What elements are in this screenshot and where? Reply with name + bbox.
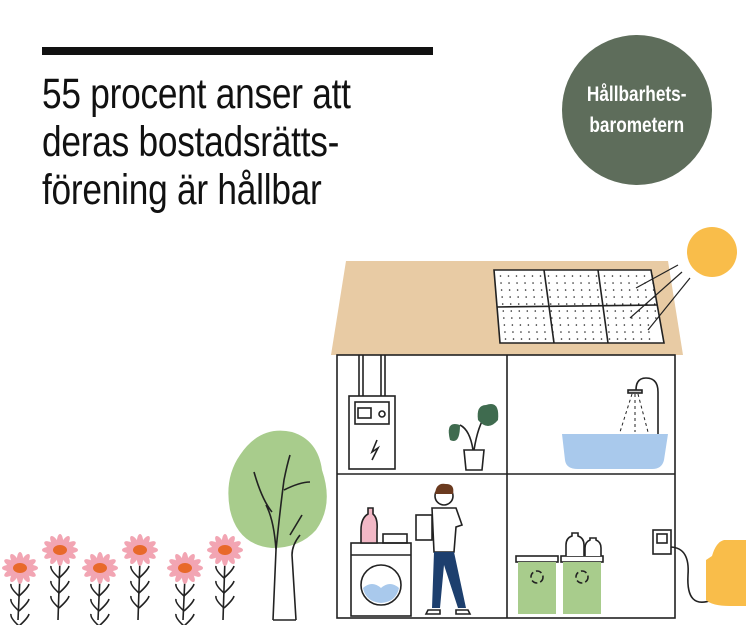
flower-icon: [82, 552, 118, 625]
tree-icon: [228, 430, 327, 621]
badge-line: barometern: [589, 114, 685, 137]
barometer-badge: Hållbarhets- barometern: [562, 35, 712, 185]
electric-car-icon: [706, 540, 746, 606]
house-walls: [336, 354, 676, 619]
solar-panel-icon: [493, 269, 665, 344]
flowers: [2, 534, 243, 625]
flower-icon: [42, 534, 78, 621]
person-icon: [415, 483, 472, 615]
flower-icon: [207, 534, 243, 621]
plant-icon: [448, 404, 499, 471]
badge-line: Hållbarhets-: [587, 83, 687, 106]
flower-icon: [2, 552, 38, 625]
heat-pump-icon: [348, 355, 396, 470]
flower-icon: [122, 534, 158, 621]
headline-line: förening är hållbar: [42, 166, 322, 214]
sun-icon: [687, 227, 737, 277]
sun-rays: [629, 264, 691, 331]
headline-line: 55 procent anser att: [42, 70, 351, 118]
bathtub-icon: [562, 377, 668, 469]
ev-charger-icon: [652, 529, 713, 603]
flower-icon: [167, 552, 203, 625]
headline-line: deras bostadsrätts-: [42, 118, 340, 166]
headline: 55 procent anser att deras bostadsrätts-…: [42, 70, 501, 214]
headline-rule: [42, 47, 433, 55]
washing-machine-icon: [350, 507, 412, 617]
recycling-bin-icon: [515, 532, 604, 614]
